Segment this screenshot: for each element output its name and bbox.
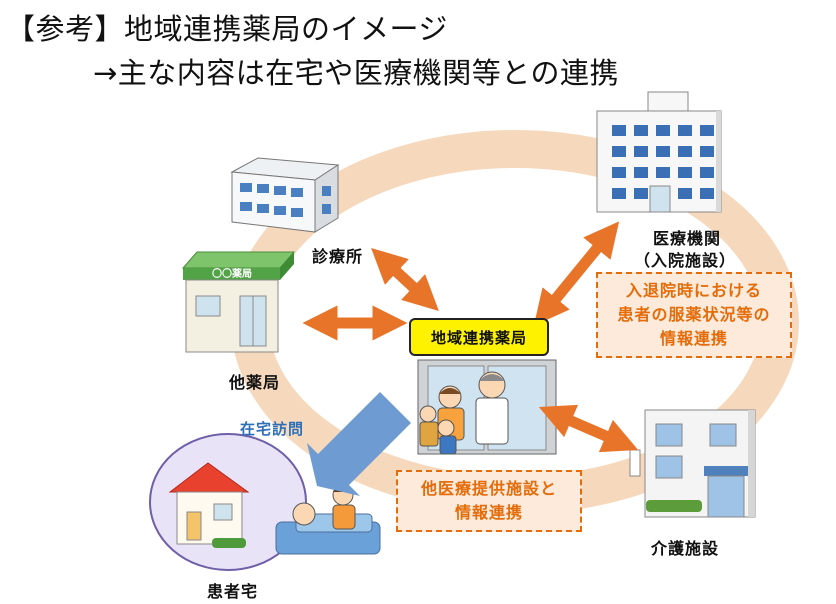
patient-house-icon [168,462,250,548]
hospital-window [700,188,714,199]
facility-note-box: 他医療提供施設と 情報連携 [396,470,582,532]
arrow-care-facility [538,404,639,453]
hospital-window [634,167,648,178]
hospital-note-box: 入退院時における 患者の服薬状況等の 情報連携 [596,272,792,358]
hospital-window [656,125,670,136]
hospital-window [634,146,648,157]
hospital-window [656,146,670,157]
hospital-window [612,125,626,136]
hospital-window [634,188,648,199]
other-pharmacy-building-icon [181,251,296,353]
arrow-hospital [533,221,620,326]
clinic-building-icon [230,157,340,233]
facility-note-line-2: 情報連携 [454,503,523,522]
care-facility-label: 介護施設 [651,539,720,558]
hospital-window [700,146,714,157]
hospital-window [678,146,692,157]
hospital-window [678,125,692,136]
slide-title-line2: →主な内容は在宅や医療機関等との連携 [93,56,620,90]
facility-note-line-1: 他医療提供施設と [420,479,557,498]
arrow-clinic [371,248,439,311]
hospital-note-line-2: 患者の服薬状況等の [617,305,771,324]
other-pharmacy-label: 他薬局 [229,373,281,392]
slide-title-line1: 【参考】地域連携薬局のイメージ [6,12,448,46]
home-visit-label: 在宅訪問 [240,420,305,438]
hospital-window [656,167,670,178]
patient-home-label: 患者宅 [207,582,259,601]
pharmacy-sign: 〇〇薬局 [212,267,252,280]
connection-arrows [302,221,639,453]
hospital-door [649,185,671,213]
hospital-sub-label: （入院施設） [634,251,737,270]
care-facility-building-icon [629,409,756,518]
hospital-window [678,188,692,199]
hospital-note-line-1: 入退院時における [625,281,762,300]
hospital-window [612,188,626,199]
hospital-windows [612,125,714,213]
hospital-note-line-3: 情報連携 [659,329,728,348]
hospital-window [634,125,648,136]
hospital-window [700,167,714,178]
hospital-window [678,167,692,178]
center-pharmacy-label: 地域連携薬局 [409,318,549,356]
hospital-label: 医療機関 [653,229,722,248]
home-visit-arrow [307,392,411,496]
hospital-window [612,146,626,157]
hospital-window [700,125,714,136]
pharmacist-figures-icon [419,371,509,455]
hospital-window [612,167,626,178]
clinic-label: 診療所 [312,247,364,266]
